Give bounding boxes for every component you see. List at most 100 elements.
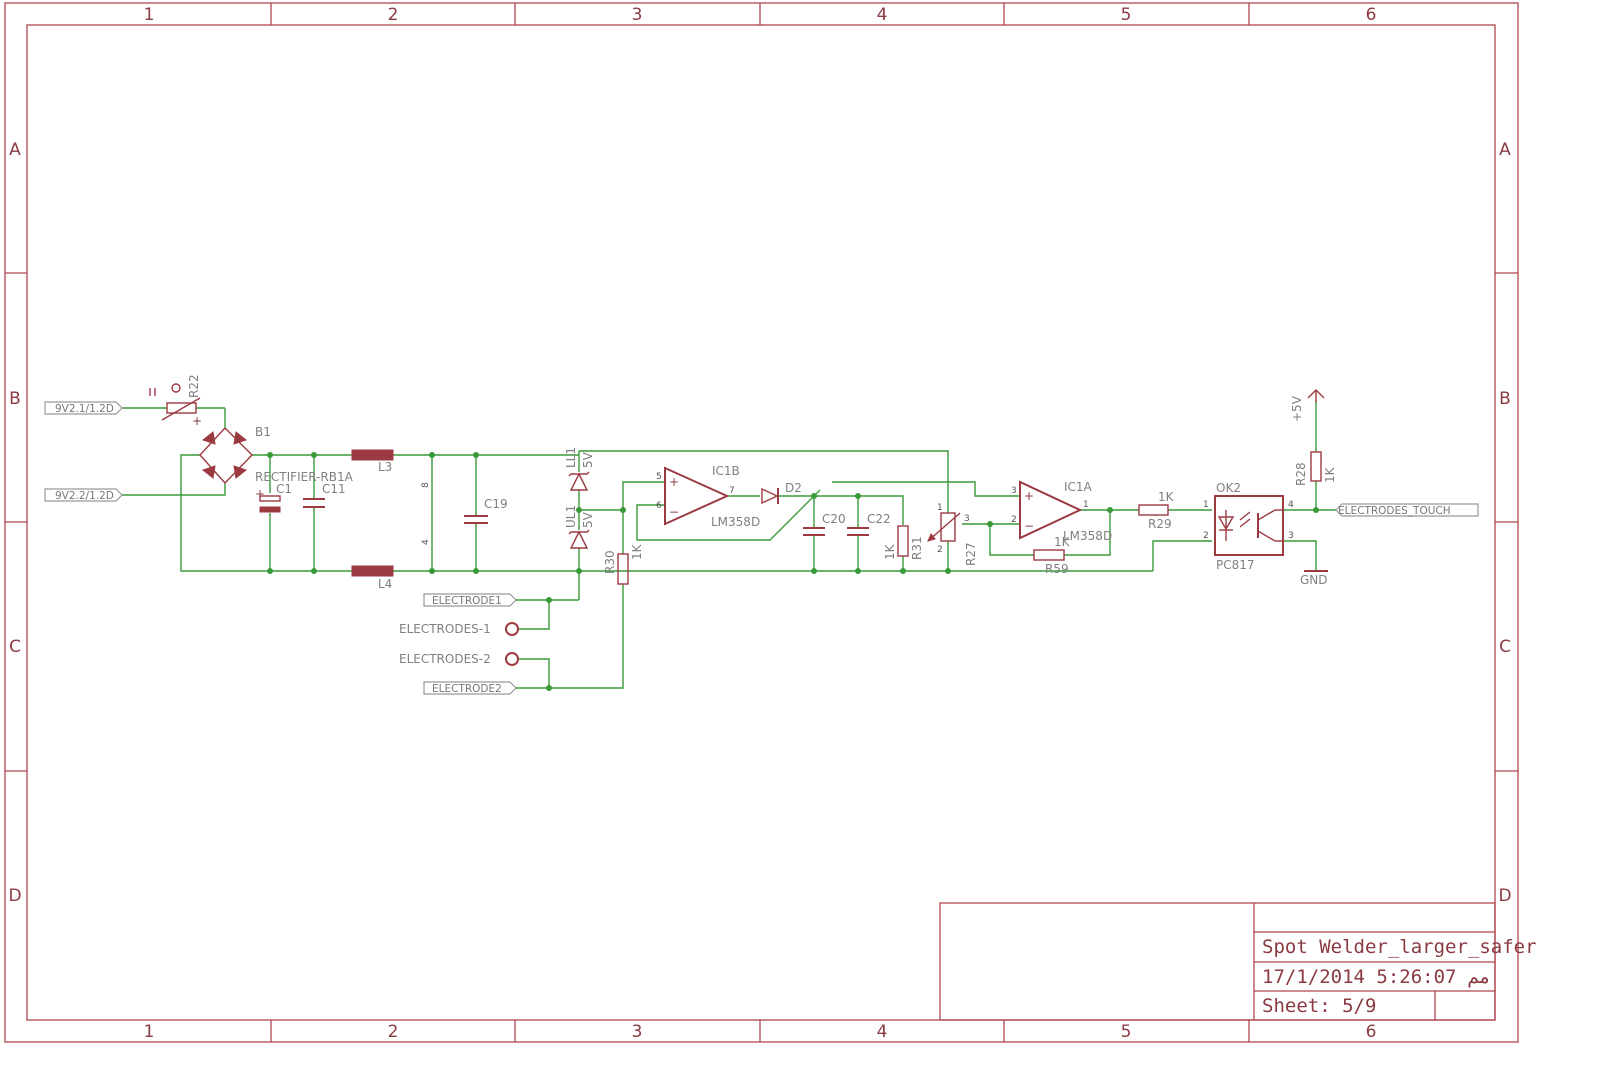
- r31-label: R31: [910, 536, 924, 560]
- r31-value: 1K: [883, 543, 897, 560]
- ok2-pin4: 4: [1288, 500, 1294, 510]
- ic1a-plus: +: [1024, 489, 1034, 503]
- electrodes-2-label: ELECTRODES-2: [399, 652, 491, 666]
- r27-pin1: 1: [937, 503, 943, 513]
- col-label: 4: [877, 5, 888, 25]
- capacitor-c1: [259, 495, 281, 513]
- ic1a-pin2: 2: [1011, 515, 1017, 525]
- ic1b-pin6: 6: [656, 501, 662, 511]
- port-electrode2: [423, 681, 517, 695]
- r59-label: R59: [1045, 562, 1069, 576]
- sheet-number: Sheet: 5/9: [1262, 995, 1376, 1017]
- port-electrode1: [423, 593, 517, 607]
- d2-label: D2: [785, 481, 802, 495]
- port-9v2-2-label: 9V2.2/1.2D: [55, 490, 114, 502]
- row-label: D: [1498, 886, 1511, 906]
- inductor-l3: [351, 449, 394, 461]
- col-label: 4: [877, 1022, 888, 1042]
- resistor-r29: [1138, 504, 1169, 516]
- c11-label: C11: [322, 482, 346, 496]
- b1-label: B1: [255, 425, 271, 439]
- port-9v2-2: [44, 488, 123, 502]
- c20-label: C20: [822, 512, 846, 526]
- r29-label: R29: [1148, 517, 1172, 531]
- power-pin-4: 4: [421, 539, 431, 545]
- ul1-label: UL1: [564, 505, 578, 528]
- r27-pin3: 3: [964, 514, 970, 524]
- drawing-date: 17/1/2014 5:26:07 مم: [1262, 966, 1491, 988]
- r27-label: R27: [964, 542, 978, 566]
- potentiometer-r27: [927, 512, 961, 542]
- row-label: A: [1499, 140, 1511, 160]
- r30-label: R30: [603, 550, 617, 574]
- c1-label: C1: [276, 482, 292, 496]
- col-label: 1: [144, 5, 155, 25]
- resistor-r30: [617, 553, 629, 585]
- resistor-r31: [897, 525, 909, 557]
- r28-value: 1K: [1323, 466, 1337, 483]
- r28-label: R28: [1294, 462, 1308, 486]
- electrodes-1-label: ELECTRODES-1: [399, 622, 491, 636]
- row-label: B: [1499, 389, 1511, 409]
- ic1b-label: IC1B: [712, 464, 740, 478]
- zener-ll1: [568, 471, 590, 491]
- row-label: C: [1499, 637, 1511, 657]
- r30-value: 1K: [630, 543, 644, 560]
- ic1b-plus: +: [669, 475, 679, 489]
- opamp-ic1a: [1019, 480, 1083, 540]
- col-label: 5: [1121, 1022, 1132, 1042]
- capacitor-c19: [464, 515, 488, 524]
- zener-ul1: [568, 529, 590, 549]
- diode-d2: [761, 487, 779, 505]
- r29-value: 1K: [1158, 490, 1175, 504]
- supply-arrow: [1307, 389, 1325, 402]
- port-electrode1-label: ELECTRODE1: [432, 595, 502, 607]
- ul1-value: 5V: [581, 511, 595, 528]
- ok2-part: PC817: [1216, 558, 1255, 572]
- wires: [122, 400, 1336, 689]
- r22-label: R22: [187, 374, 201, 398]
- ic1b-pin5: 5: [656, 472, 662, 482]
- rectifier-label: RECTIFIER-RB1A: [255, 470, 354, 484]
- opamp-ic1b: [664, 466, 730, 526]
- ll1-value: 5V: [581, 451, 595, 468]
- inner-frame: [26, 24, 1496, 1021]
- ok2-pin2: 2: [1203, 531, 1209, 541]
- row-label: D: [8, 886, 21, 906]
- ic1b-minus: −: [669, 505, 679, 519]
- ic1b-part: LM358D: [711, 515, 760, 529]
- row-label: C: [9, 637, 21, 657]
- capacitor-c11: [303, 498, 325, 508]
- row-label: A: [9, 140, 21, 160]
- gnd-label: GND: [1300, 573, 1328, 587]
- outer-frame: [4, 2, 1519, 1043]
- capacitor-c22: [847, 527, 869, 536]
- ic1a-minus: −: [1024, 519, 1034, 533]
- inductor-l4: [351, 565, 394, 577]
- r27-pin2: 2: [937, 545, 943, 555]
- c19-label: C19: [484, 497, 508, 511]
- port-electrodes-touch: [1335, 503, 1479, 517]
- resistor-r28: [1310, 451, 1322, 482]
- col-label: 1: [144, 1022, 155, 1042]
- ic1a-pin1: 1: [1083, 500, 1089, 510]
- ok2-pin3: 3: [1288, 531, 1294, 541]
- electrodes-2-connector: [505, 652, 519, 666]
- power-pin-8: 8: [421, 482, 431, 488]
- row-dividers: [5, 272, 1518, 772]
- bridge-rectifier-b1: [199, 427, 253, 485]
- row-label: B: [9, 389, 21, 409]
- c1-plus: +: [255, 487, 265, 501]
- col-label: 3: [632, 1022, 643, 1042]
- capacitor-c20: [803, 527, 825, 536]
- col-label: 2: [388, 5, 399, 25]
- electrodes-1-connector: [505, 622, 519, 636]
- supply-5v-label: +5V: [1290, 395, 1304, 422]
- port-electrodes-touch-label: ELECTRODES_TOUCH: [1338, 505, 1451, 517]
- col-label: 2: [388, 1022, 399, 1042]
- r59-value: 1K: [1054, 535, 1071, 549]
- junctions: [267, 452, 1319, 691]
- port-electrode2-label: ELECTRODE2: [432, 683, 502, 695]
- port-9v2-1: [44, 401, 123, 415]
- ic1b-pin7: 7: [729, 486, 735, 496]
